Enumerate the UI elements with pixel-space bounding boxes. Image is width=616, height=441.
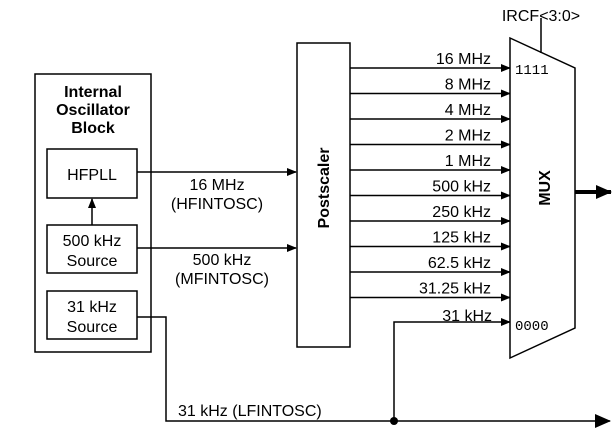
output-label-1: 8 MHz — [445, 77, 491, 94]
postscaler-outputs: 16 MHz 8 MHz 4 MHz 2 MHz 1 MHz 500 kHz 250 kHz… — [350, 51, 511, 302]
mux-lf-input-label: 31 kHz — [442, 308, 492, 325]
source-500khz-box — [46, 224, 138, 274]
output-label-8: 62.5 kHz — [428, 255, 491, 272]
internal-oscillator-block — [34, 73, 152, 353]
block-title-line1: Internal — [64, 84, 122, 101]
mux-code-bottom: 0000 — [515, 319, 549, 335]
lfintosc-to-mux-line — [393, 318, 511, 421]
output-label-3: 2 MHz — [445, 128, 491, 145]
postscaler-label: Postscaler — [316, 148, 333, 229]
output-label-9: 31.25 kHz — [419, 281, 491, 298]
hfintosc-freq-label: 16 MHz — [189, 177, 244, 194]
hfpll-label: HFPLL — [67, 167, 117, 184]
output-label-6: 250 kHz — [432, 204, 491, 221]
source-31khz-line1: 31 kHz — [67, 299, 117, 316]
mfintosc-name-label: (MFINTOSC) — [175, 271, 269, 288]
source-500khz-line2: Source — [67, 253, 118, 270]
output-label-5: 500 kHz — [432, 179, 491, 196]
lfintosc-label: 31 kHz (LFINTOSC) — [178, 403, 322, 420]
source-500khz-line1: 500 kHz — [63, 233, 122, 250]
output-label-2: 4 MHz — [445, 102, 491, 119]
mfintosc-freq-label: 500 kHz — [193, 252, 252, 269]
mux-code-top: 1111 — [515, 63, 549, 79]
mux-label: MUX — [537, 170, 554, 206]
output-label-7: 125 kHz — [432, 230, 491, 247]
output-label-4: 1 MHz — [445, 153, 491, 170]
block-title-line2: Oscillator — [56, 102, 130, 119]
ircf-select-label: IRCF<3:0> — [502, 8, 580, 25]
mux-block — [509, 36, 576, 360]
hfintosc-name-label: (HFINTOSC) — [171, 196, 263, 213]
postscaler-box — [296, 42, 351, 348]
output-label-0: 16 MHz — [436, 51, 491, 68]
source-31khz-line2: Source — [67, 319, 118, 336]
source-31khz-box — [46, 290, 138, 340]
block-title-line3: Block — [71, 120, 115, 137]
lfintosc-line — [137, 316, 611, 428]
